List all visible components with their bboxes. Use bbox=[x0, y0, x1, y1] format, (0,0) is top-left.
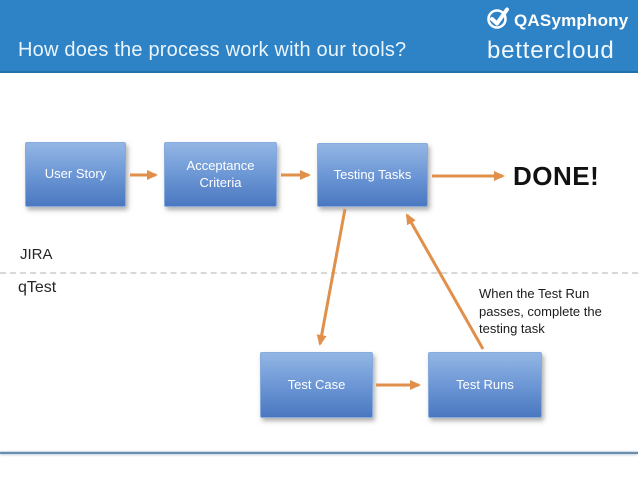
annotation-note: When the Test Run passes, complete the t… bbox=[479, 286, 602, 337]
qasymphony-check-icon bbox=[486, 6, 510, 35]
qasymphony-logo: QASymphony bbox=[486, 6, 629, 35]
flow-box-test-runs: Test Runs bbox=[428, 352, 542, 418]
bettercloud-wordmark: bettercloud bbox=[487, 37, 615, 64]
flow-box-label: Test Runs bbox=[456, 376, 514, 392]
footer-rule bbox=[0, 452, 638, 454]
flow-box-acceptance-criteria: Acceptance Criteria bbox=[164, 142, 277, 207]
flow-box-testing-tasks: Testing Tasks bbox=[317, 143, 428, 207]
flow-box-label: Acceptance Criteria bbox=[186, 158, 255, 190]
slide-title: How does the process work with our tools… bbox=[18, 39, 407, 61]
brand-logos: QASymphony bettercloud bbox=[486, 6, 629, 65]
flow-box-test-case: Test Case bbox=[260, 352, 373, 418]
flow-box-user-story: User Story bbox=[25, 142, 126, 207]
qasymphony-wordmark: QASymphony bbox=[514, 10, 629, 30]
lane-label-qtest: qTest bbox=[18, 279, 57, 296]
header-bar: How does the process work with our tools… bbox=[0, 0, 638, 73]
flow-box-label: User Story bbox=[44, 166, 107, 182]
arrow-test-runs-to-testing-tasks bbox=[405, 213, 485, 350]
lane-divider bbox=[0, 272, 638, 274]
lane-label-jira: JIRA bbox=[20, 246, 53, 263]
done-label: DONE! bbox=[513, 161, 600, 191]
flow-box-label: Test Case bbox=[287, 376, 346, 392]
flow-box-label: Testing Tasks bbox=[333, 166, 412, 182]
arrow-testing-tasks-to-test-case bbox=[316, 208, 347, 346]
